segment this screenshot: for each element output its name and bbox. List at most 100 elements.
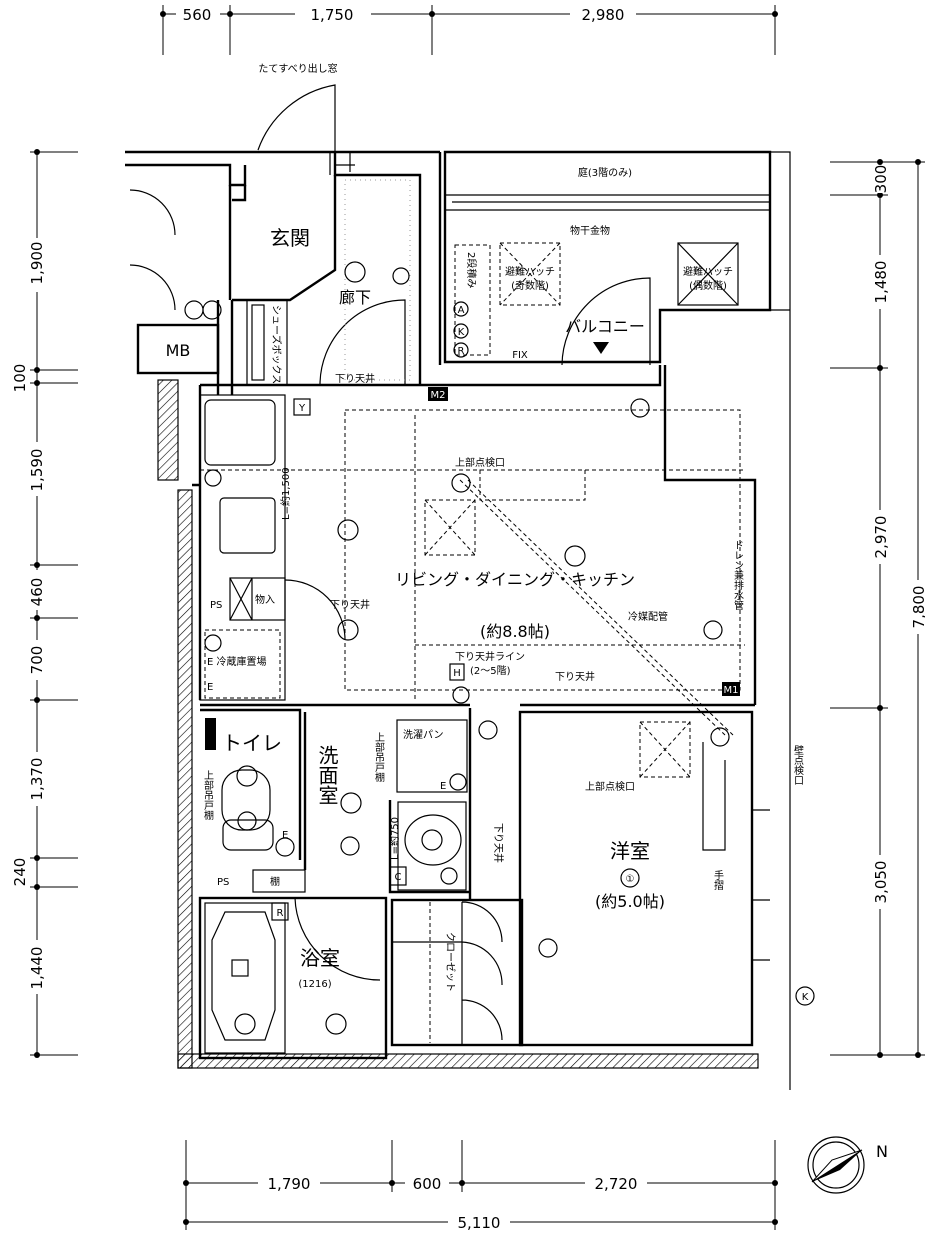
ceiling-light-icon (344, 261, 366, 283)
shelf-box (252, 869, 306, 893)
bath-outlet-icon (231, 959, 249, 977)
compass-north-label: N (876, 1142, 888, 1161)
ceiling-box (479, 469, 586, 501)
lowered-ceiling-label: 下り天井 (492, 823, 505, 863)
dimension-label: 1,480 (872, 261, 890, 304)
wardrobe-detail (702, 742, 726, 851)
left-dimensions: 1,900 100 1,590 460 700 1,370 240 1,440 (11, 149, 78, 1058)
storage-label: 物入 (255, 593, 275, 606)
hatch-cross (499, 242, 561, 306)
drain-label: ドレン兼排水管 (732, 540, 744, 611)
vanity-length-label: L=約750 (388, 817, 401, 860)
dimension-label: 240 (11, 858, 29, 887)
closet-label: クローゼット (444, 932, 456, 992)
wall-detail (329, 152, 355, 175)
ceiling-light-icon (236, 765, 258, 787)
shoe-box-label: シューズボックス (270, 305, 283, 384)
bath-size-label: (1216) (298, 979, 331, 990)
dimension-label: 460 (28, 578, 46, 607)
toilet-bowl (221, 769, 271, 831)
hallway-door-swing (319, 299, 406, 386)
right-dimensions: 300 1,480 2,970 3,050 7,800 (830, 159, 925, 1058)
wall (216, 300, 234, 395)
wall-inspection-label: 壁点検口 (792, 744, 804, 785)
intercom-icon (392, 267, 410, 285)
closet-door-swing (461, 901, 503, 1045)
x-badge: K (453, 323, 469, 339)
bathtub-inner (211, 911, 276, 1041)
ceiling-light-icon (337, 519, 359, 541)
wall (200, 365, 757, 705)
svg-text:H: H (453, 668, 461, 679)
exhaust-fan-icon (340, 836, 360, 856)
outlet-icon (452, 686, 470, 704)
outlet-icon (703, 620, 723, 640)
m1-badge: M1 (722, 682, 740, 696)
toilet-wall-mark (205, 718, 216, 750)
bath-label: 浴室 (300, 946, 340, 970)
inspection-icon (451, 473, 471, 493)
storage-box (229, 577, 286, 621)
lowered-ceiling-label: 下り天井 (555, 670, 595, 683)
dimension-label: 3,050 (872, 861, 890, 904)
hallway-label: 廊下 (339, 288, 371, 307)
inspection-hatch (424, 499, 476, 556)
dimension-label: 2,970 (872, 516, 890, 559)
hatched-wall-left (177, 489, 193, 1069)
y-badge: Y (293, 398, 311, 416)
dimension-label: 5,110 (458, 1214, 501, 1232)
closet-outline (390, 898, 524, 1047)
entrance-window-swing (257, 84, 336, 152)
hatch-cross (677, 242, 739, 306)
bath-room-outline (198, 896, 388, 1060)
evacuation-hatch-even (677, 242, 739, 306)
washer-pan (396, 719, 468, 793)
bath-light-icon (234, 1013, 256, 1035)
counter-length-label: L=約1,500 (279, 467, 292, 520)
outlet-icon (275, 837, 295, 857)
fixtures (184, 261, 730, 1035)
bottom-dimensions: 1,790 600 2,720 5,110 (183, 1140, 778, 1232)
dimension-label: 1,590 (28, 449, 46, 492)
dimension-dot (772, 11, 778, 17)
floors-label: (2〜5階) (470, 665, 511, 677)
walls (125, 84, 791, 1090)
balcony-door-swing (561, 277, 651, 366)
svg-text:K: K (458, 327, 465, 338)
shoe-box-inner (251, 304, 265, 381)
balcony-label: バルコニー (565, 317, 645, 336)
bath-door-swing (294, 897, 381, 981)
hatched-wall-mb (157, 379, 179, 481)
svg-text:R: R (458, 346, 465, 357)
refrigerant-pipe-line (459, 479, 726, 736)
fix-label: FIX (512, 350, 528, 361)
fridge-label: E 冷蔵庫置場 (207, 655, 267, 668)
k-badge: K (795, 986, 815, 1006)
step-label: 2段積み (465, 252, 478, 288)
rr-badge: R (453, 342, 469, 358)
e-marker: E (207, 682, 213, 693)
wall (200, 703, 755, 900)
upper-cabinet-label: 上部吊戸棚 (202, 770, 214, 821)
outlet-icon (478, 720, 498, 740)
dimension-dot (227, 11, 233, 17)
fridge-area (204, 629, 281, 699)
dimension-ticks (830, 159, 925, 1058)
toilet-label: トイレ (222, 731, 282, 755)
dimension-label: 7,800 (910, 586, 925, 629)
ldk-label: リビング・ダイニング・キッチン (395, 570, 635, 589)
r-badge: R (271, 902, 289, 921)
outlet-icon (538, 938, 558, 958)
inspection-cross (424, 499, 476, 556)
balcony-rail (445, 194, 770, 211)
e-marker: E (282, 830, 288, 841)
kitchen-counter (199, 394, 286, 701)
outlet-icon (710, 727, 730, 747)
ceiling-light-icon (340, 792, 362, 814)
svg-text:C: C (395, 872, 402, 883)
outlet-icon (204, 634, 222, 652)
balcony-arrow-icon (593, 342, 609, 354)
hallway-floor (344, 179, 411, 381)
dimension-label: 600 (413, 1175, 442, 1193)
